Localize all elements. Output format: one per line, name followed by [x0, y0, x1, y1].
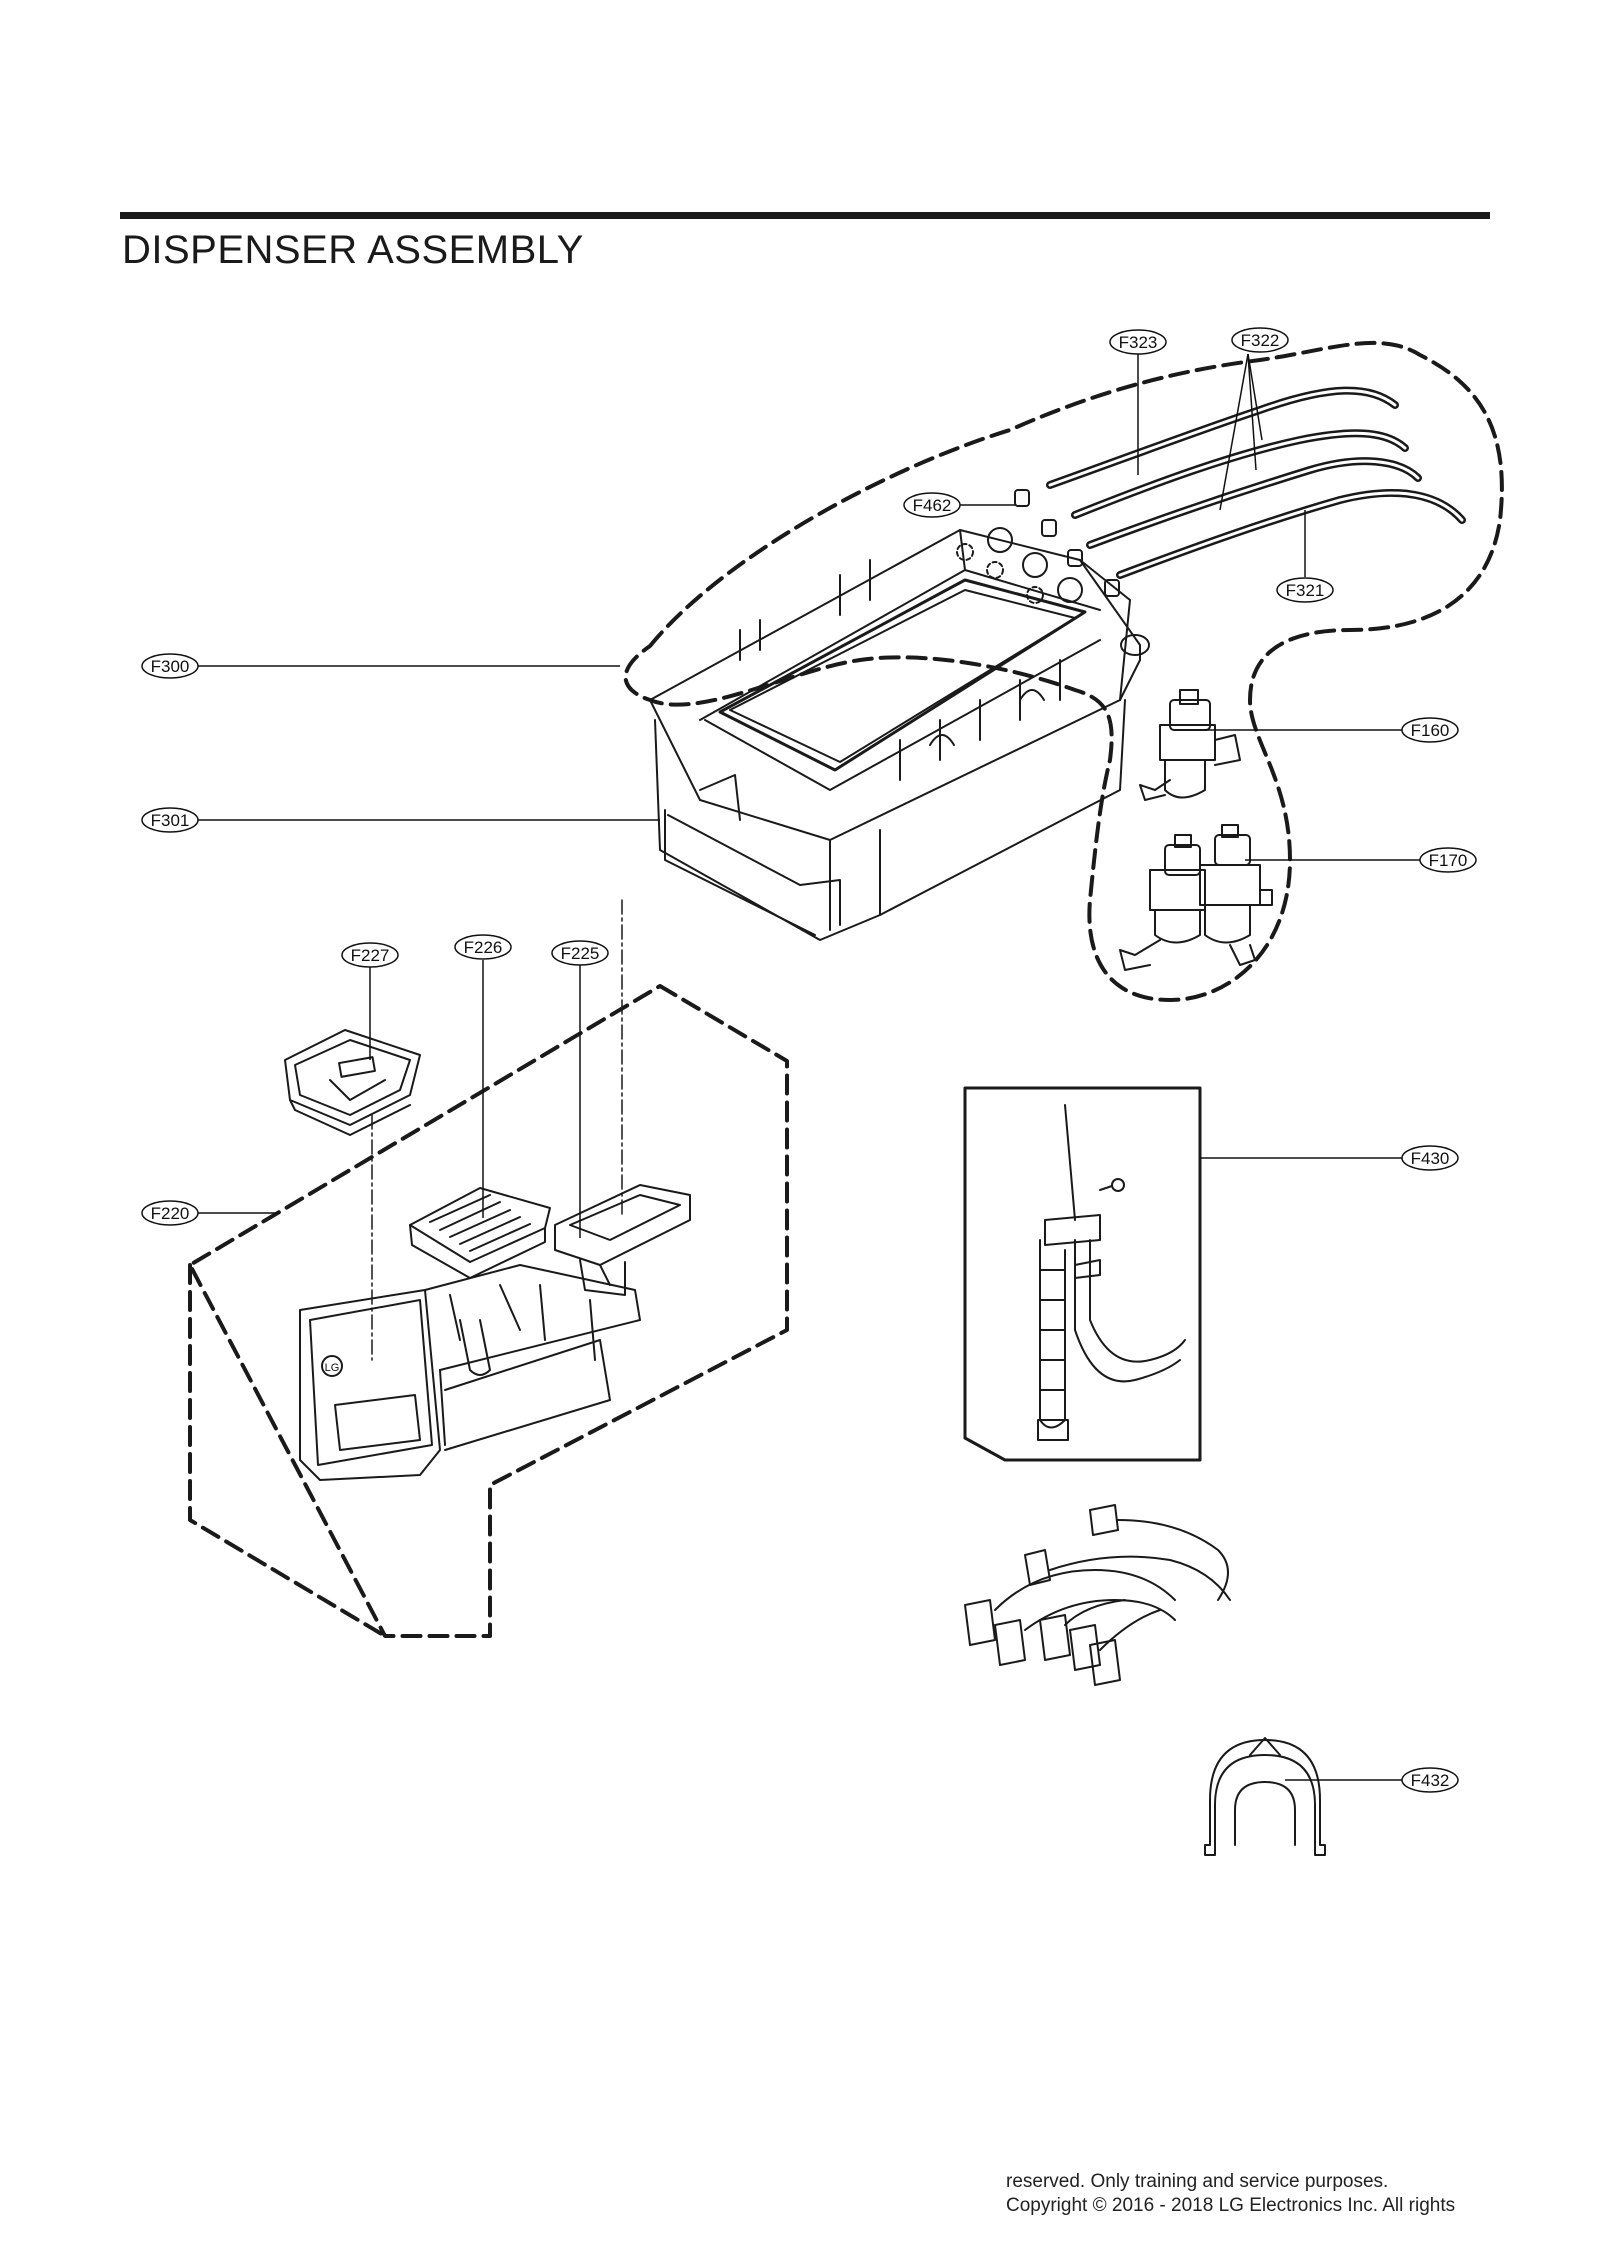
group-boundary-housing	[623, 340, 1504, 1002]
svg-text:F430: F430	[1411, 1149, 1450, 1168]
svg-text:F323: F323	[1119, 333, 1158, 352]
callout-F226: F226	[454, 934, 512, 960]
callout-F300: F300	[141, 653, 199, 679]
svg-text:F170: F170	[1429, 851, 1468, 870]
callout-F220: F220	[141, 1200, 199, 1226]
svg-text:F301: F301	[151, 811, 190, 830]
copyright-footer: reserved. Only training and service purp…	[1006, 2170, 1455, 2218]
lg-logo-text: LG	[325, 1362, 340, 1374]
svg-text:F227: F227	[351, 946, 390, 965]
svg-text:F322: F322	[1241, 331, 1280, 350]
hoses	[1046, 386, 1466, 579]
inlet-valve-single	[1139, 689, 1241, 801]
svg-text:F300: F300	[151, 657, 190, 676]
callout-F160: F160	[1401, 717, 1459, 743]
callout-F321: F321	[1276, 577, 1334, 603]
detergent-insert	[554, 1184, 691, 1296]
page-title: DISPENSER ASSEMBLY	[122, 228, 584, 272]
callout-F432: F432	[1401, 1767, 1459, 1793]
callout-F323: F323	[1109, 329, 1167, 355]
dispenser-housing	[649, 527, 1150, 841]
svg-text:F226: F226	[464, 938, 503, 957]
svg-text:F462: F462	[913, 496, 952, 515]
inlet-valve-double	[1119, 824, 1273, 971]
svg-text:F225: F225	[561, 944, 600, 963]
callout-F322: F322	[1231, 327, 1289, 353]
callout-F462: F462	[903, 492, 961, 518]
leader-lines	[197, 353, 1422, 1781]
title-rule	[120, 212, 1490, 219]
detergent-grate	[409, 1187, 551, 1279]
footer-line-2: Copyright © 2016 - 2018 LG Electronics I…	[1006, 2195, 1456, 2216]
callout-F227: F227	[341, 942, 399, 968]
svg-text:F321: F321	[1286, 581, 1325, 600]
svg-text:F432: F432	[1411, 1771, 1450, 1790]
group-boundary-drain	[963, 1086, 1202, 1462]
svg-text:F220: F220	[151, 1204, 190, 1223]
callout-F225: F225	[551, 940, 609, 966]
footer-line-1: reserved. Only training and service purp…	[1006, 2171, 1389, 2192]
svg-text:F160: F160	[1411, 721, 1450, 740]
callout-F170: F170	[1419, 847, 1477, 873]
softener-cup	[284, 1029, 421, 1136]
dispenser-tub	[654, 699, 1126, 941]
drain-hose-assembly	[1037, 1104, 1186, 1441]
hose-clip	[1204, 1737, 1326, 1856]
group-boundary-drawer	[188, 984, 789, 1638]
dispenser-drawer	[299, 1264, 641, 1481]
wire-harness	[964, 1504, 1231, 1686]
callout-F430: F430	[1401, 1145, 1459, 1171]
lg-logo	[321, 1355, 343, 1377]
callout-F301: F301	[141, 807, 199, 833]
callouts: F323 F322 F462 F321 F300 F160	[141, 327, 1477, 1793]
